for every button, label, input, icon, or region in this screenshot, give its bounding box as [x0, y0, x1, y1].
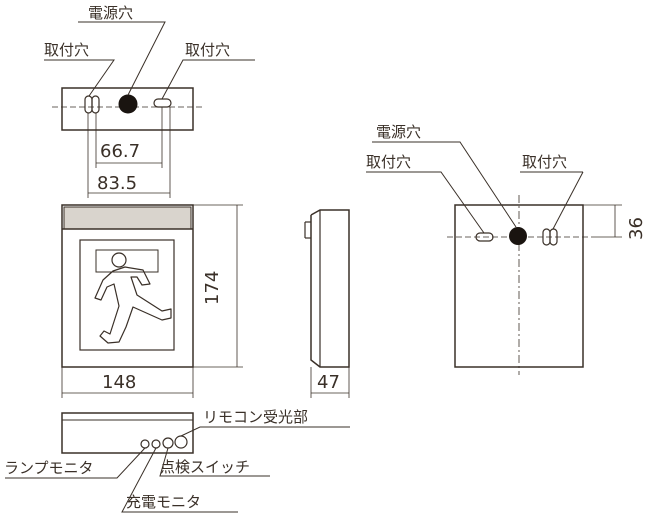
- front-top-band: [63, 206, 192, 230]
- leader-mount-right: [161, 59, 255, 100]
- side-view: 47: [304, 209, 350, 398]
- label-mount-hole-top-right: 取付穴: [185, 41, 230, 59]
- bottom-outline: [61, 412, 194, 454]
- running-man-icon: [94, 249, 172, 344]
- pictogram-door: [95, 249, 159, 273]
- leader-charge-monitor: [121, 447, 238, 513]
- leader-mount-rear-right: [552, 171, 584, 230]
- leader-lamp-monitor: [5, 447, 146, 479]
- label-mount-hole-rear-right: 取付穴: [522, 153, 567, 171]
- label-test-switch: 点検スイッチ: [160, 458, 250, 476]
- label-power-hole-top: 電源穴: [88, 4, 133, 22]
- label-lamp-monitor: ランプモニタ: [4, 459, 94, 477]
- rear-view: 36 電源穴 取付穴 取付穴: [366, 123, 647, 375]
- mount-hole-slot-left: [84, 95, 93, 114]
- leader-power-rear: [372, 141, 517, 228]
- dim-width: 148: [102, 372, 136, 393]
- label-power-hole-rear: 電源穴: [376, 123, 421, 141]
- leader-remote-receiver: [180, 426, 350, 437]
- label-charge-monitor: 充電モニタ: [126, 493, 201, 511]
- front-outline: [61, 204, 194, 368]
- mount-hole-slot-right: [153, 98, 172, 108]
- dim-hole-pitch-inner: 66.7: [100, 141, 140, 162]
- pictogram-head: [111, 252, 127, 268]
- dim-depth: 47: [317, 372, 340, 393]
- label-mount-hole-rear-left: 取付穴: [366, 153, 411, 171]
- lamp-monitor-led: [140, 439, 150, 449]
- front-view: 174 148: [61, 204, 243, 398]
- test-switch-button: [162, 437, 174, 449]
- bottom-view: リモコン受光部 ランプモニタ 点検スイッチ 充電モニタ: [4, 408, 350, 513]
- dim-height: 174: [202, 271, 223, 305]
- dim-hole-offset: 36: [626, 217, 647, 240]
- leader-mount-left: [44, 59, 115, 97]
- mount-hole-slot-left-2: [91, 95, 100, 114]
- label-mount-hole-top-left: 取付穴: [44, 41, 89, 59]
- side-outline: [310, 209, 350, 368]
- pictogram-figure: [94, 266, 172, 344]
- top-view: 電源穴 取付穴 取付穴 66.7 83.5: [44, 4, 255, 198]
- front-pictogram-frame: [79, 239, 175, 351]
- power-hole-top: [118, 94, 138, 114]
- dim-hole-pitch-outer: 83.5: [97, 173, 137, 194]
- power-hole-rear: [509, 227, 527, 245]
- remote-receiver-window: [174, 435, 188, 449]
- label-remote-receiver: リモコン受光部: [203, 408, 308, 426]
- leader-power-top: [78, 21, 166, 96]
- leader-mount-rear-left: [366, 171, 485, 234]
- top-plate-outline: [61, 87, 194, 131]
- leader-test-switch: [159, 447, 270, 477]
- rear-mount-hole-left: [475, 232, 494, 242]
- charge-monitor-led: [151, 439, 161, 449]
